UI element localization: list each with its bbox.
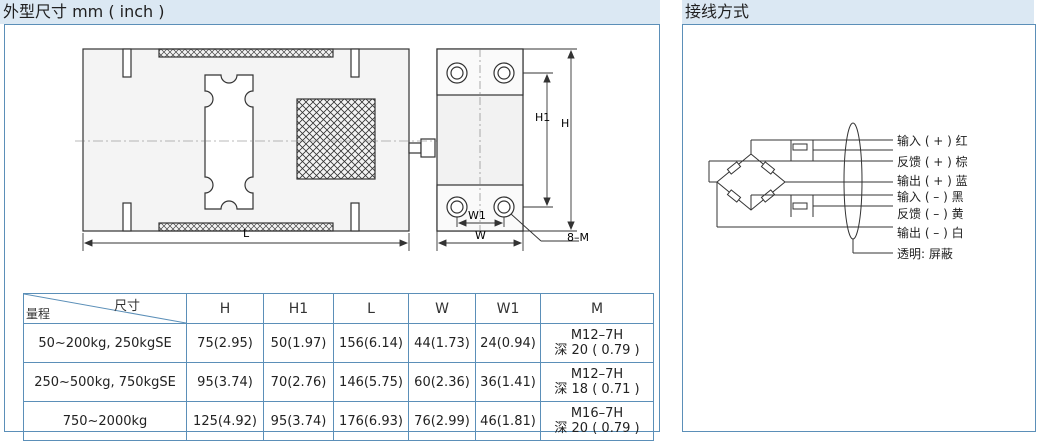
wiring-panel: 输入 ( + ) 红 反馈 ( + ) 棕 输出 ( + ) 蓝 输入 ( – … bbox=[682, 24, 1036, 432]
value-cell-M: M16–7H 深 20 ( 0.79 ) bbox=[540, 401, 654, 441]
load-cell-end-view bbox=[436, 48, 524, 232]
wiring-title: 接线方式 bbox=[682, 0, 1034, 24]
col-header-H1: H1 bbox=[263, 293, 334, 324]
value-cell-H1: 50(1.97) bbox=[263, 323, 334, 363]
thread-callout-label: 8–M bbox=[567, 231, 589, 244]
wire-label-input-positive: 输入 ( + ) 红 bbox=[897, 134, 968, 148]
dim-H1-label: H1 bbox=[535, 111, 550, 124]
range-cell: 250~500kg, 750kgSE bbox=[23, 362, 187, 402]
col-header-M: M bbox=[540, 293, 654, 324]
value-cell-W1: 36(1.41) bbox=[475, 362, 541, 402]
corner-label-range: 量程 bbox=[26, 307, 51, 321]
wire-color-legend: 输入 ( + ) 红 反馈 ( + ) 棕 输出 ( + ) 蓝 输入 ( – … bbox=[897, 131, 968, 265]
dimensions-panel: L H1 H bbox=[4, 24, 660, 441]
value-cell-W1: 24(0.94) bbox=[475, 323, 541, 363]
value-cell-M: M12–7H 深 20 ( 0.79 ) bbox=[540, 323, 654, 363]
wire-label-output-negative: 输出 ( – ) 白 bbox=[897, 226, 964, 240]
table-row: 250~500kg, 750kgSE 95(3.74) 70(2.76) 146… bbox=[23, 362, 654, 402]
dimensions-title: 外型尺寸 mm ( inch ) bbox=[0, 0, 660, 24]
thread-depth: 深 20 ( 0.79 ) bbox=[554, 421, 640, 436]
table-row: 750~2000kg 125(4.92) 95(3.74) 176(6.93) … bbox=[23, 401, 654, 441]
value-cell-W: 76(2.99) bbox=[408, 401, 476, 441]
bridge-resistor bbox=[726, 161, 776, 203]
table-header-row: 尺寸 量程 H H1 L W W1 M bbox=[23, 293, 654, 324]
wiring-diagram bbox=[708, 122, 893, 254]
wire-label-output-positive: 输出 ( + ) 蓝 bbox=[897, 174, 968, 188]
wire-label-shield: 透明: 屏蔽 bbox=[897, 247, 953, 261]
value-cell-H: 95(3.74) bbox=[186, 362, 264, 402]
value-cell-H1: 70(2.76) bbox=[263, 362, 334, 402]
value-cell-M: M12–7H 深 18 ( 0.71 ) bbox=[540, 362, 654, 402]
value-cell-H: 75(2.95) bbox=[186, 323, 264, 363]
col-header-W1: W1 bbox=[475, 293, 541, 324]
col-header-H: H bbox=[186, 293, 264, 324]
col-header-L: L bbox=[333, 293, 409, 324]
corner-label-dimension: 尺寸 bbox=[113, 299, 140, 314]
thread-size: M16–7H bbox=[570, 406, 624, 421]
dim-L-label: L bbox=[243, 227, 250, 240]
value-cell-W: 60(2.36) bbox=[408, 362, 476, 402]
dim-H-label: H bbox=[561, 117, 569, 130]
value-cell-W1: 46(1.81) bbox=[475, 401, 541, 441]
value-cell-W: 44(1.73) bbox=[408, 323, 476, 363]
thread-size: M12–7H bbox=[570, 328, 624, 343]
thread-size: M12–7H bbox=[570, 367, 624, 382]
table-row: 50~200kg, 250kgSE 75(2.95) 50(1.97) 156(… bbox=[23, 323, 654, 363]
load-cell-side-view bbox=[82, 48, 436, 232]
range-cell: 50~200kg, 250kgSE bbox=[23, 323, 187, 363]
thread-depth: 深 18 ( 0.71 ) bbox=[554, 382, 640, 397]
wire-label-feedback-positive: 反馈 ( + ) 棕 bbox=[897, 155, 968, 169]
thread-depth: 深 20 ( 0.79 ) bbox=[554, 343, 640, 358]
value-cell-L: 156(6.14) bbox=[333, 323, 409, 363]
table-corner-cell: 尺寸 量程 bbox=[23, 293, 187, 324]
range-cell: 750~2000kg bbox=[23, 401, 187, 441]
value-cell-H: 125(4.92) bbox=[186, 401, 264, 441]
dimension-drawing: L H1 H bbox=[75, 48, 589, 251]
dim-W1-label: W1 bbox=[468, 209, 486, 222]
spec-table: 尺寸 量程 H H1 L W W1 M 50~200kg, 250kgSE 75… bbox=[23, 293, 654, 441]
dim-W-label: W bbox=[475, 229, 486, 242]
value-cell-L: 146(5.75) bbox=[333, 362, 409, 402]
wire-label-feedback-negative: 反馈 ( – ) 黄 bbox=[897, 207, 964, 221]
col-header-W: W bbox=[408, 293, 476, 324]
value-cell-L: 176(6.93) bbox=[333, 401, 409, 441]
value-cell-H1: 95(3.74) bbox=[263, 401, 334, 441]
wire-label-input-negative: 输入 ( – ) 黑 bbox=[897, 190, 964, 204]
